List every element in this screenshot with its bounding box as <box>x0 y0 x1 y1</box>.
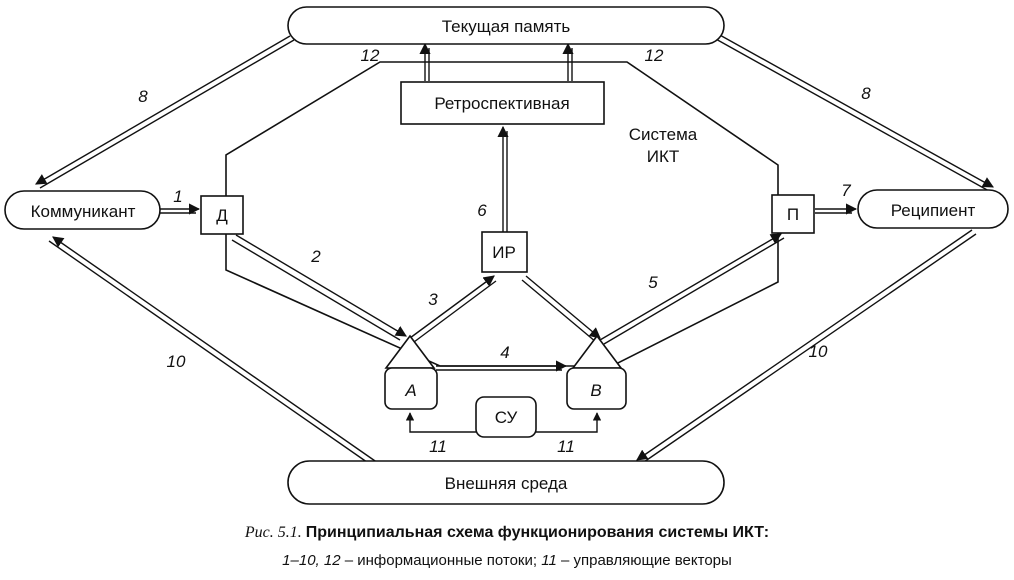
b-triangle <box>571 334 623 369</box>
flow-5 <box>599 233 782 341</box>
external-env-node <box>287 460 725 505</box>
d-node <box>200 195 244 235</box>
flow-3 <box>409 275 495 339</box>
recipient-label: Реципиент <box>891 201 976 220</box>
flow-label-10-left: 10 <box>167 352 186 371</box>
flow-label-2: 2 <box>310 247 321 266</box>
figure-caption-title: Рис. 5.1. Принципиальная схема функциони… <box>0 524 1014 542</box>
flow-8-right <box>717 33 994 188</box>
system-label-line2: ИКТ <box>647 147 680 166</box>
flow-label-4: 4 <box>500 343 509 362</box>
system-label-line1: Система <box>629 125 698 144</box>
legend-text-a: – информационные потоки; <box>340 552 542 569</box>
flow-label-12-left: 12 <box>361 46 380 65</box>
d-label: Д <box>216 206 228 225</box>
ir-node <box>481 231 528 273</box>
ict-system-diagram: Текущая память Ретроспективная Система И… <box>4 6 1009 505</box>
external-env-label: Внешняя среда <box>445 474 568 493</box>
b-node <box>566 367 627 410</box>
a-triangle <box>384 334 436 369</box>
flow-label-11-left: 11 <box>429 437 447 456</box>
su-node <box>475 396 537 438</box>
a-node <box>384 367 438 410</box>
flow-label-11-right: 11 <box>557 437 575 456</box>
legend-nums-b: 11 <box>541 552 557 569</box>
retrospective-label: Ретроспективная <box>434 94 569 113</box>
current-memory-node <box>287 6 725 45</box>
flow-label-10-right: 10 <box>809 342 828 361</box>
flow-label-3: 3 <box>428 290 438 309</box>
p-node <box>771 194 815 234</box>
flow-label-5: 5 <box>648 273 658 292</box>
flow-label-8-left: 8 <box>138 87 148 106</box>
flow-2 <box>235 234 407 337</box>
flow-label-8-right: 8 <box>861 84 871 103</box>
flow-10-left <box>52 236 379 464</box>
legend-nums-a: 1–10, 12 <box>282 552 341 569</box>
a-label: А <box>404 381 416 400</box>
flow-8-left <box>35 35 291 185</box>
caption-title: Принципиальная схема функционирования си… <box>305 524 770 541</box>
current-memory-label: Текущая память <box>442 17 571 36</box>
ir-label: ИР <box>492 243 516 262</box>
control-11-right <box>536 412 602 433</box>
flow-label-6: 6 <box>477 201 487 220</box>
flow-label-1: 1 <box>173 187 182 206</box>
recipient-node <box>857 189 1009 229</box>
su-label: СУ <box>495 408 518 427</box>
legend-text-b: – управляющие векторы <box>556 552 732 569</box>
flow-10-right <box>636 229 973 461</box>
communicant-node <box>4 190 161 230</box>
retrospective-node <box>400 81 605 125</box>
flow-ir-b <box>525 275 601 339</box>
figure-caption-legend: 1–10, 12 – информационные потоки; 11 – у… <box>0 552 1014 570</box>
flow-label-12-right: 12 <box>645 46 664 65</box>
p-label: П <box>787 205 799 224</box>
caption-prefix: Рис. 5.1. <box>244 524 302 541</box>
control-11-left <box>405 412 476 433</box>
communicant-label: Коммуникант <box>31 202 136 221</box>
flow-label-7: 7 <box>841 181 851 200</box>
b-label: В <box>590 381 601 400</box>
